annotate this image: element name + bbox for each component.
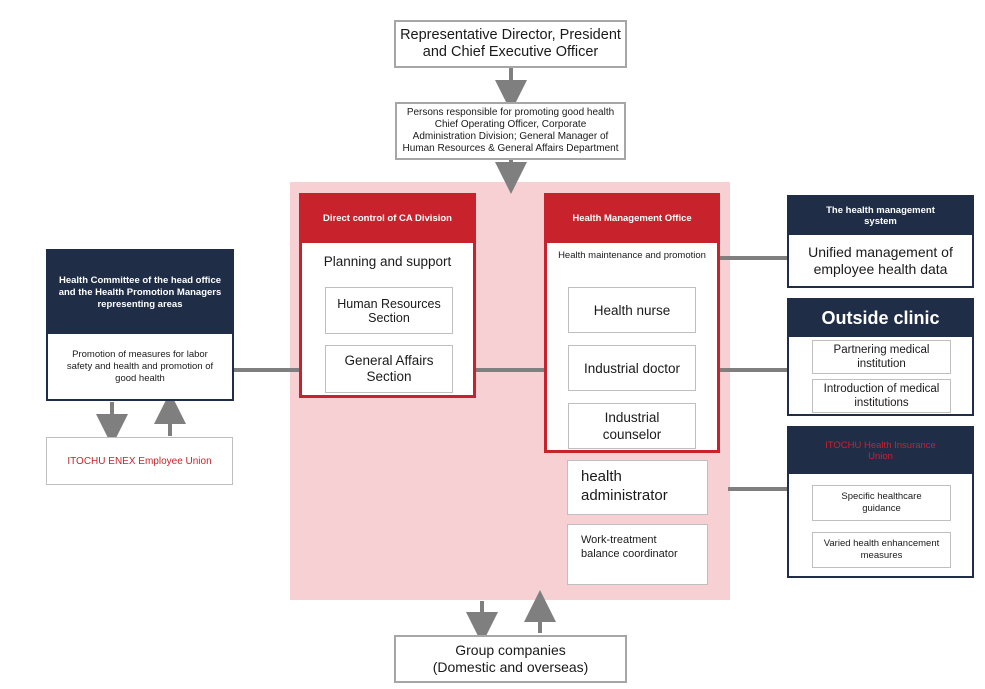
health-nurse-box: Health nurse — [568, 287, 696, 333]
guidance-line-2: guidance — [862, 503, 901, 514]
industrial-doctor-label: Industrial doctor — [583, 360, 681, 376]
hr-section-line-1: Human Resources — [337, 296, 441, 311]
health-administrator-line-1: health — [581, 468, 622, 485]
outside-clinic-box: Outside clinic Partnering medical instit… — [787, 298, 974, 416]
health-office-subtitle: Health maintenance and promotion — [558, 249, 706, 261]
ca-division-header: Direct control of CA Division — [299, 193, 476, 243]
ceo-line-1: Representative Director, President — [400, 27, 621, 43]
guidance-line-1: Specific healthcare — [841, 491, 922, 502]
health-system-header-line-2: system — [864, 216, 897, 227]
committee-box: Health Committee of the head office and … — [46, 249, 234, 401]
health-system-body-line-1: Unified management of — [808, 243, 953, 260]
health-system-header: The health management system — [789, 197, 972, 235]
hr-section-line-2: Section — [368, 310, 410, 325]
partnering-line-1: Partnering medical — [833, 344, 930, 356]
health-system-body-line-2: employee health data — [813, 260, 948, 277]
industrial-counselor-line-1: Industrial — [604, 410, 660, 425]
introduction-line-1: Introduction of medical — [823, 383, 940, 395]
ca-division-box: Direct control of CA Division Planning a… — [299, 193, 476, 398]
committee-body-line-2: safety and health and promotion of — [66, 360, 214, 372]
ga-section-box: General Affairs Section — [325, 345, 453, 393]
committee-header-line-1: Health Committee of the head office — [58, 274, 222, 286]
work-treatment-line-1: Work-treatment — [581, 534, 657, 546]
union-box: ITOCHU ENEX Employee Union — [46, 437, 233, 485]
health-promoters-box: Persons responsible for promoting good h… — [395, 102, 626, 160]
health-office-box: Health Management Office Health maintena… — [544, 193, 720, 453]
insurance-header-line-2: Union — [868, 451, 893, 462]
ceo-line-2: and Chief Executive Officer — [422, 44, 599, 60]
union-label: ITOCHU ENEX Employee Union — [67, 455, 212, 467]
ga-section-line-1: General Affairs — [344, 353, 434, 368]
outside-clinic-header-label: Outside clinic — [821, 308, 940, 328]
health-system-box: The health management system Unified man… — [787, 195, 974, 288]
promoters-line-4: Human Resources & General Affairs Depart… — [402, 143, 619, 154]
promoters-line-2: Chief Operating Officer, Corporate — [434, 119, 587, 130]
partnering-line-2: institution — [857, 358, 906, 370]
committee-header-line-2: and the Health Promotion Managers — [58, 286, 222, 298]
committee-body: Promotion of measures for labor safety a… — [48, 334, 232, 399]
promoters-line-1: Persons responsible for promoting good h… — [406, 107, 615, 118]
introduction-line-2: institutions — [854, 397, 909, 409]
enhancement-line-1: Varied health enhancement — [823, 538, 940, 549]
health-administrator-line-2: administrator — [581, 487, 668, 504]
committee-header-line-3: representing areas — [97, 298, 183, 310]
outside-clinic-header: Outside clinic — [789, 300, 972, 337]
work-treatment-line-2: balance coordinator — [581, 548, 678, 560]
enhancement-line-2: measures — [860, 550, 903, 561]
insurance-union-header: ITOCHU Health Insurance Union — [789, 428, 972, 474]
group-line-1: Group companies — [455, 642, 566, 658]
industrial-counselor-box: Industrial counselor — [568, 403, 696, 449]
committee-body-line-3: good health — [115, 372, 165, 384]
ceo-box: Representative Director, President and C… — [394, 20, 627, 68]
group-companies-box: Group companies (Domestic and overseas) — [394, 635, 627, 683]
health-office-header: Health Management Office — [544, 193, 720, 243]
ga-section-line-2: Section — [366, 369, 412, 384]
work-treatment-box: Work-treatment balance coordinator — [567, 524, 708, 585]
promoters-line-3: Administration Division; General Manager… — [412, 131, 609, 142]
insurance-header-line-1: ITOCHU Health Insurance — [825, 440, 936, 451]
health-system-header-line-1: The health management — [826, 205, 935, 216]
ca-division-header-label: Direct control of CA Division — [323, 212, 452, 224]
hr-section-box: Human Resources Section — [325, 287, 453, 334]
health-system-body: Unified management of employee health da… — [789, 235, 972, 286]
health-enhancement-box: Varied health enhancement measures — [812, 532, 951, 568]
group-line-2: (Domestic and overseas) — [432, 659, 589, 675]
industrial-counselor-line-2: counselor — [602, 427, 662, 442]
health-administrator-box: health administrator — [567, 460, 708, 515]
insurance-union-box: ITOCHU Health Insurance Union Specific h… — [787, 426, 974, 578]
committee-body-line-1: Promotion of measures for labor — [72, 348, 208, 360]
ca-division-subtitle: Planning and support — [323, 253, 452, 269]
introduction-institutions-box: Introduction of medical institutions — [812, 379, 951, 413]
committee-header: Health Committee of the head office and … — [48, 251, 232, 334]
health-office-header-label: Health Management Office — [572, 212, 692, 224]
partnering-institution-box: Partnering medical institution — [812, 340, 951, 374]
health-nurse-label: Health nurse — [593, 302, 671, 318]
industrial-doctor-box: Industrial doctor — [568, 345, 696, 391]
healthcare-guidance-box: Specific healthcare guidance — [812, 485, 951, 521]
